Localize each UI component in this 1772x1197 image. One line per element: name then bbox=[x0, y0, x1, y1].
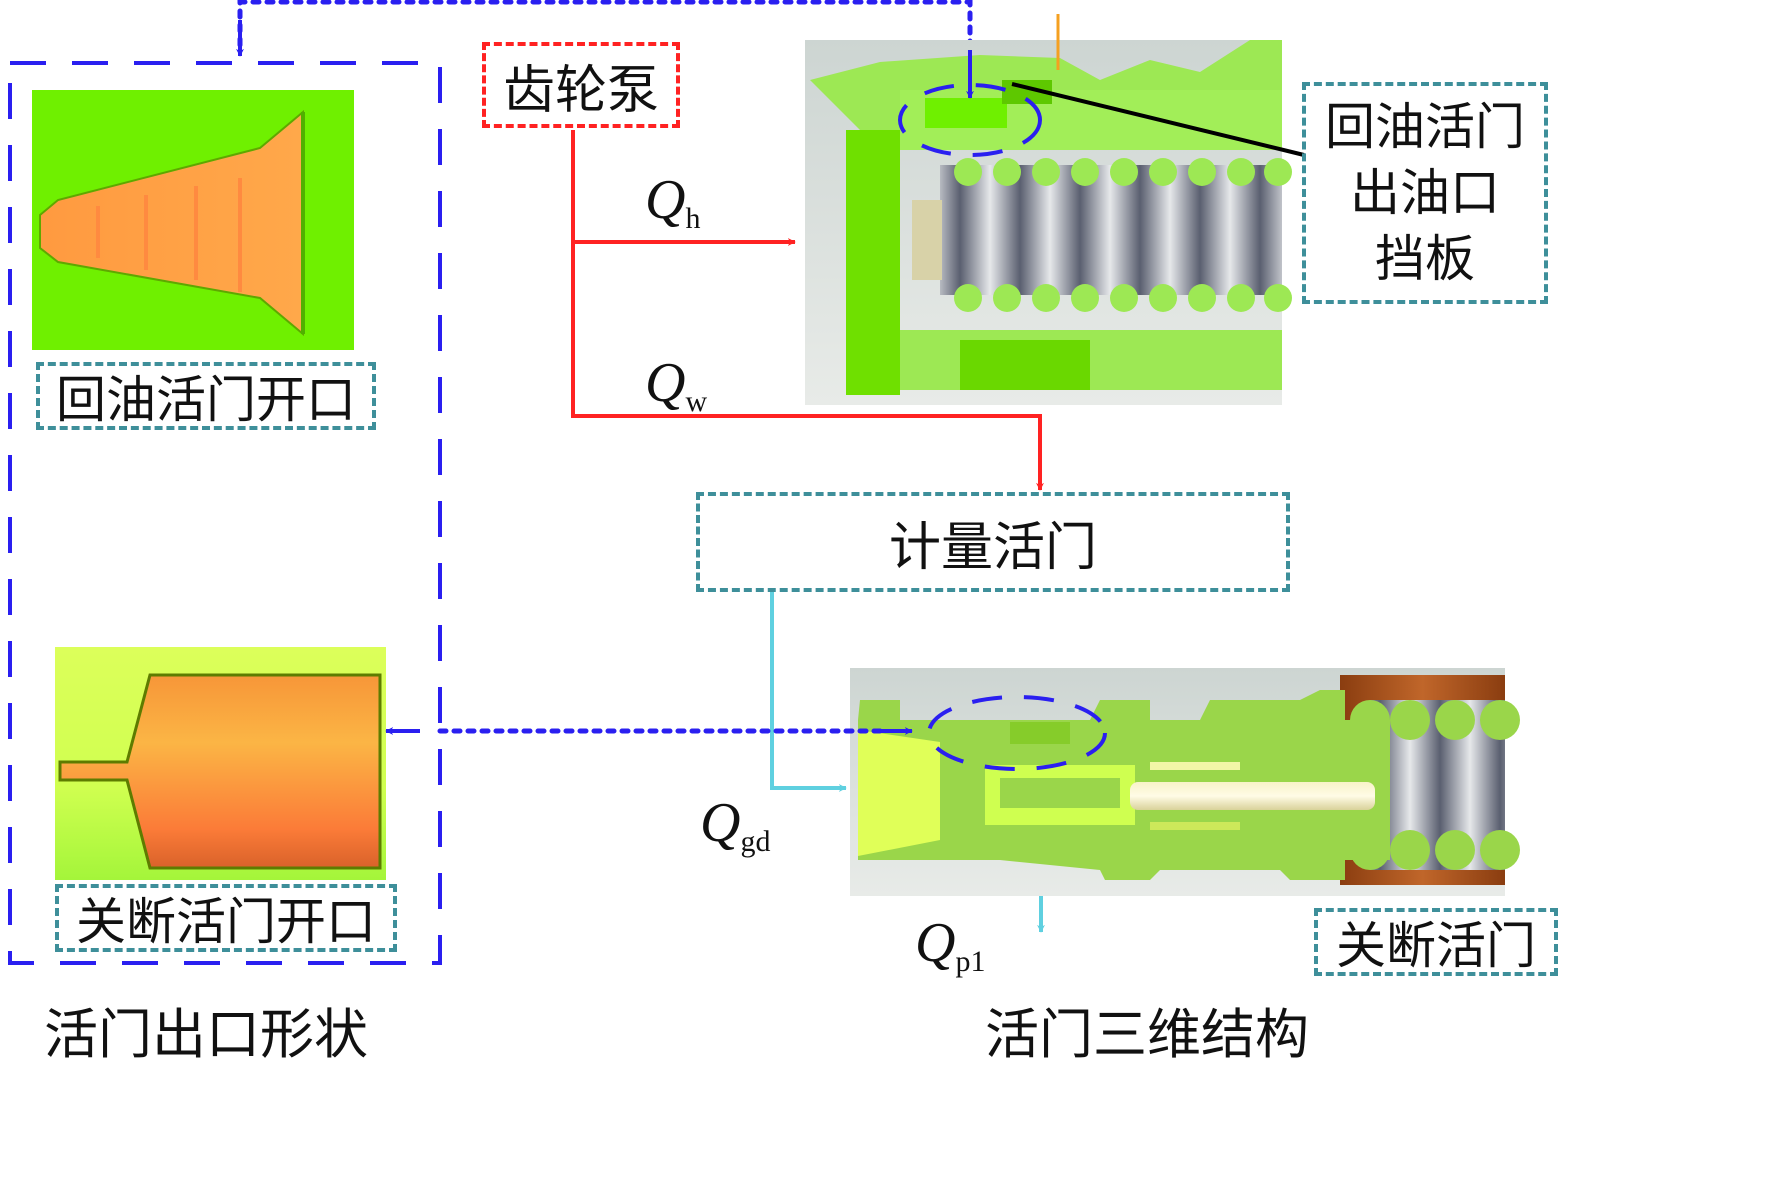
shutoff-valve-opening-text: 关断活门开口 bbox=[76, 893, 376, 951]
baffle-highlight-ellipse bbox=[898, 83, 1042, 157]
flow-symbol: Q bbox=[915, 912, 956, 974]
shutoff-valve-opening-image bbox=[55, 647, 386, 880]
baffle-label-line-1: 回油活门 bbox=[1325, 98, 1525, 156]
leader-line bbox=[1011, 82, 1305, 157]
flow-symbol: Q bbox=[645, 352, 686, 414]
flow-label-qh: Qh bbox=[645, 172, 700, 234]
flow-label-qp1: Qp1 bbox=[915, 915, 985, 977]
flow-label-qw: Qw bbox=[645, 355, 707, 417]
gear-pump-text: 齿轮泵 bbox=[502, 60, 659, 121]
gear-pump-node: 齿轮泵 bbox=[482, 42, 680, 128]
baffle-label-line-2: 出油口 bbox=[1350, 164, 1500, 222]
return-valve-3d-image bbox=[805, 40, 1292, 405]
metering-valve-text: 计量活门 bbox=[888, 517, 1097, 578]
return-valve-opening-label: 回油活门开口 bbox=[36, 362, 376, 430]
shutoff-highlight-ellipse bbox=[927, 695, 1107, 771]
metering-valve-node: 计量活门 bbox=[696, 492, 1290, 592]
flow-subscript: h bbox=[685, 202, 701, 235]
valve-outlet-shape-panel bbox=[8, 61, 442, 965]
flow-symbol: Q bbox=[645, 169, 686, 231]
return-valve-opening-text: 回油活门开口 bbox=[56, 371, 356, 429]
shutoff-valve-text: 关断活门 bbox=[1336, 917, 1536, 975]
return-valve-outlet-baffle-label: 回油活门 出油口 挡板 bbox=[1302, 82, 1548, 304]
flow-subscript: gd bbox=[740, 825, 771, 858]
flow-line-qgd bbox=[770, 592, 847, 792]
valve-outlet-shape-caption: 活门出口形状 bbox=[44, 1003, 368, 1066]
flow-label-qgd: Qgd bbox=[700, 795, 770, 857]
shutoff-valve-label: 关断活门 bbox=[1314, 908, 1558, 976]
shutoff-valve-opening-label: 关断活门开口 bbox=[55, 884, 397, 952]
flow-symbol: Q bbox=[700, 792, 741, 854]
flow-line-pump-trunk bbox=[571, 130, 1044, 491]
baffle-label-line-3: 挡板 bbox=[1375, 230, 1475, 288]
flow-subscript: p1 bbox=[955, 945, 986, 978]
return-valve-opening-image bbox=[32, 90, 354, 350]
shutoff-valve-3d-image bbox=[850, 668, 1520, 896]
flow-subscript: w bbox=[685, 385, 708, 418]
valve-3d-structure-caption: 活门三维结构 bbox=[985, 1003, 1309, 1066]
